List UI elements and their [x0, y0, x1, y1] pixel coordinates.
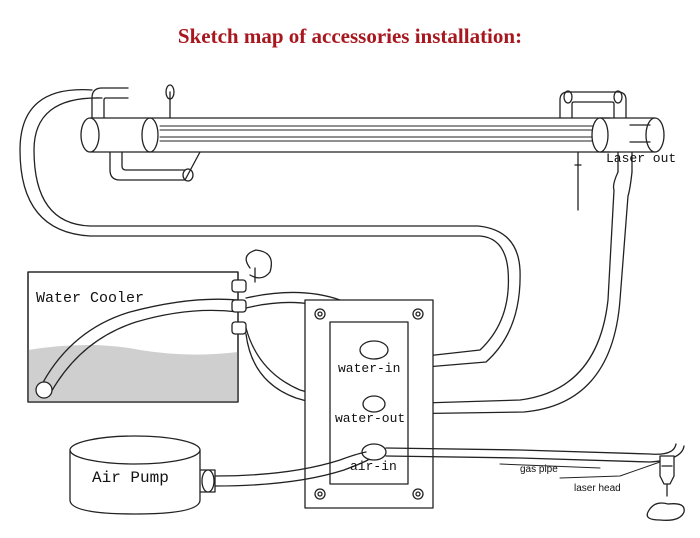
laser-out-pipe: [389, 171, 633, 415]
laser-tube: [80, 84, 665, 211]
laser-out-label: Laser out: [606, 151, 676, 166]
water-cooler-label: Water Cooler: [36, 290, 144, 307]
air-pump-label: Air Pump: [92, 469, 169, 487]
air-in-label: air-in: [350, 459, 397, 474]
control-panel: [304, 299, 434, 509]
gas-pipe-label: gas pipe: [520, 464, 558, 475]
water-cooler: [27, 249, 273, 403]
water-in-label: water-in: [338, 361, 400, 376]
water-out-label: water-out: [335, 411, 405, 426]
laser-head-label: laser head: [574, 483, 621, 494]
diagram-title: Sketch map of accessories installation:: [177, 24, 523, 48]
water-loop-pipe: [19, 89, 521, 371]
laser-head: [646, 455, 685, 521]
air-pump: [69, 435, 369, 515]
